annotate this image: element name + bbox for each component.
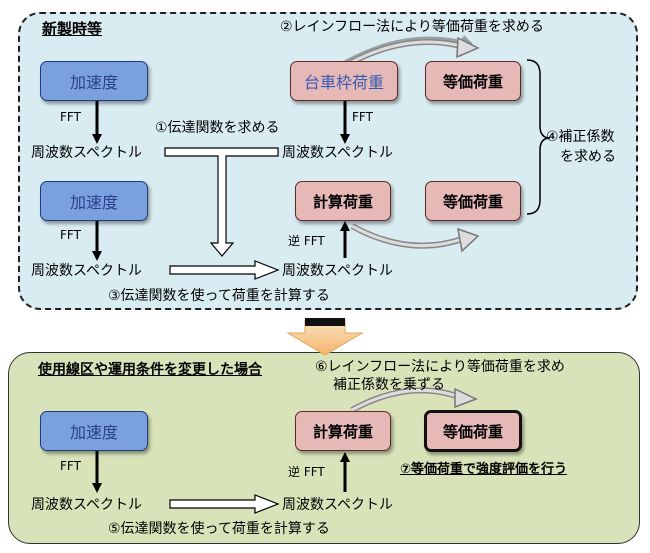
acceleration-box-1: 加速度 (40, 61, 148, 101)
calculated-load-box-bottom: 計算荷重 (295, 411, 391, 451)
step-5-label: ⑤伝達関数を使って荷重を計算する (108, 521, 330, 537)
step-6-label-line1: ⑥レインフロー法により等価荷重を求め (315, 359, 565, 375)
apply-transfer-function-arrow-bottom (169, 494, 280, 514)
fft-label-2: FFT (60, 228, 81, 242)
rainflow-curve-arrow-bottom (454, 387, 478, 409)
panel-title-changed: 使用線区や運用条件を変更した場合 (38, 362, 262, 378)
frequency-spectrum-1: 周波数スペクトル (31, 145, 143, 161)
step-1-label: ①伝達関数を求める (155, 120, 280, 136)
frequency-spectrum-bottom-1: 周波数スペクトル (31, 497, 143, 513)
step-3-label: ③伝達関数を使って荷重を計算する (108, 288, 330, 304)
correction-factor-brace (526, 59, 551, 215)
frequency-spectrum-bottom-2: 周波数スペクトル (282, 497, 394, 513)
step-4-label-line1: ④補正係数 (546, 129, 615, 145)
bogie-frame-load-box: 台車枠荷重 (290, 61, 398, 101)
calculated-load-box: 計算荷重 (295, 181, 391, 221)
apply-transfer-function-arrow-top (169, 260, 280, 280)
inverse-fft-label-bottom: 逆 FFT (288, 465, 325, 479)
acceleration-box-bottom: 加速度 (40, 411, 148, 451)
step-4-label-line2: を求める (560, 149, 616, 165)
equivalent-load-box-bottom: 等価荷重 (424, 410, 522, 452)
step-6-label-line2: 補正係数を乗ずる (333, 377, 445, 393)
step-7-label: ⑦等価荷重で強度評価を行う (400, 462, 568, 477)
frequency-spectrum-2: 周波数スペクトル (282, 145, 394, 161)
transfer-function-derivation-connector (164, 147, 279, 257)
step-2-label: ②レインフロー法により等価荷重を求める (280, 19, 544, 35)
equivalent-load-box-1: 等価荷重 (425, 61, 521, 101)
inverse-fft-label: 逆 FFT (288, 234, 325, 248)
frequency-spectrum-3: 周波数スペクトル (31, 263, 143, 279)
fft-label-bottom: FFT (60, 459, 81, 473)
acceleration-box-2: 加速度 (40, 181, 148, 221)
fft-label-1: FFT (60, 110, 81, 124)
panel-title-initial: 新製時等 (42, 20, 103, 38)
fft-label-3: FFT (352, 110, 373, 124)
equivalent-load-box-2: 等価荷重 (425, 181, 521, 221)
frequency-spectrum-4: 周波数スペクトル (282, 263, 394, 279)
